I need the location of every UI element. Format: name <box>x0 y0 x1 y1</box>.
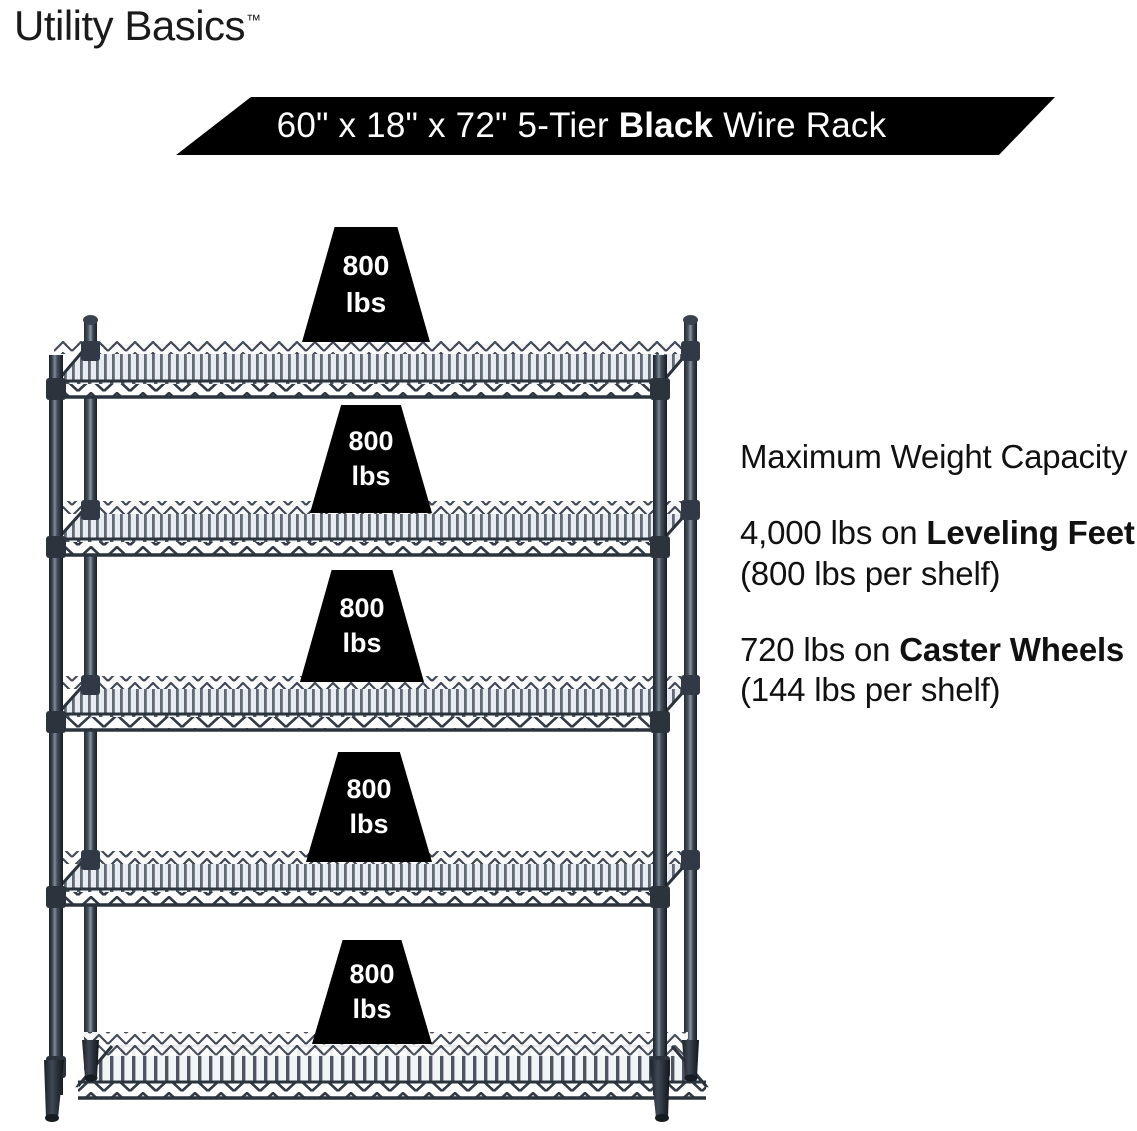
spec-caster-wheels: 720 lbs on Caster Wheels (144 lbs per sh… <box>740 630 1137 711</box>
weight-badge-shelf-5: 800 lbs <box>312 940 432 1044</box>
brand-name: Utility Basics <box>14 2 246 49</box>
weight-badge-shelf-4: 800 lbs <box>306 752 432 862</box>
caster-suffix: (144 lbs per shelf) <box>740 671 1001 708</box>
caster-prefix: 720 lbs on <box>740 630 900 668</box>
badge-trapezoid <box>312 940 432 1044</box>
trademark-symbol: ™ <box>246 12 262 29</box>
badge-trapezoid <box>306 752 432 862</box>
leveling-feet <box>44 1040 699 1122</box>
weight-badge-shelf-3: 800 lbs <box>300 570 424 682</box>
caster-bold: Caster Wheels <box>899 630 1125 668</box>
weight-badge-shelf-2: 800 lbs <box>310 405 432 513</box>
spec-leveling-feet: 4,000 lbs on Leveling Feet (800 lbs per … <box>740 513 1137 594</box>
leveling-prefix: 4,000 lbs on <box>740 514 927 552</box>
shelf-1 <box>51 341 697 399</box>
banner-color-word: Black <box>618 106 714 145</box>
shelf-3 <box>51 676 697 732</box>
badge-trapezoid <box>302 227 430 342</box>
banner-prefix: 60" x 18" x 72" 5-Tier <box>276 106 619 145</box>
badge-trapezoid <box>300 570 424 682</box>
rear-post-collars <box>81 341 700 870</box>
leveling-suffix: (800 lbs per shelf) <box>740 554 1001 592</box>
leveling-bold: Leveling Feet <box>926 514 1135 552</box>
badge-trapezoid <box>310 405 432 513</box>
spec-heading: Maximum Weight Capacity <box>740 438 1128 475</box>
banner-suffix: Wire Rack <box>713 106 887 145</box>
spec-column: Maximum Weight Capacity 4,000 lbs on Lev… <box>740 437 1137 710</box>
title-banner-text: 60" x 18" x 72" 5-Tier Black Wire Rack <box>277 106 887 146</box>
title-banner: 60" x 18" x 72" 5-Tier Black Wire Rack <box>176 97 1055 155</box>
shelf-5 <box>75 1032 709 1100</box>
brand-logo: Utility Basics™ <box>14 2 261 50</box>
weight-badge-shelf-1: 800 lbs <box>302 227 430 342</box>
